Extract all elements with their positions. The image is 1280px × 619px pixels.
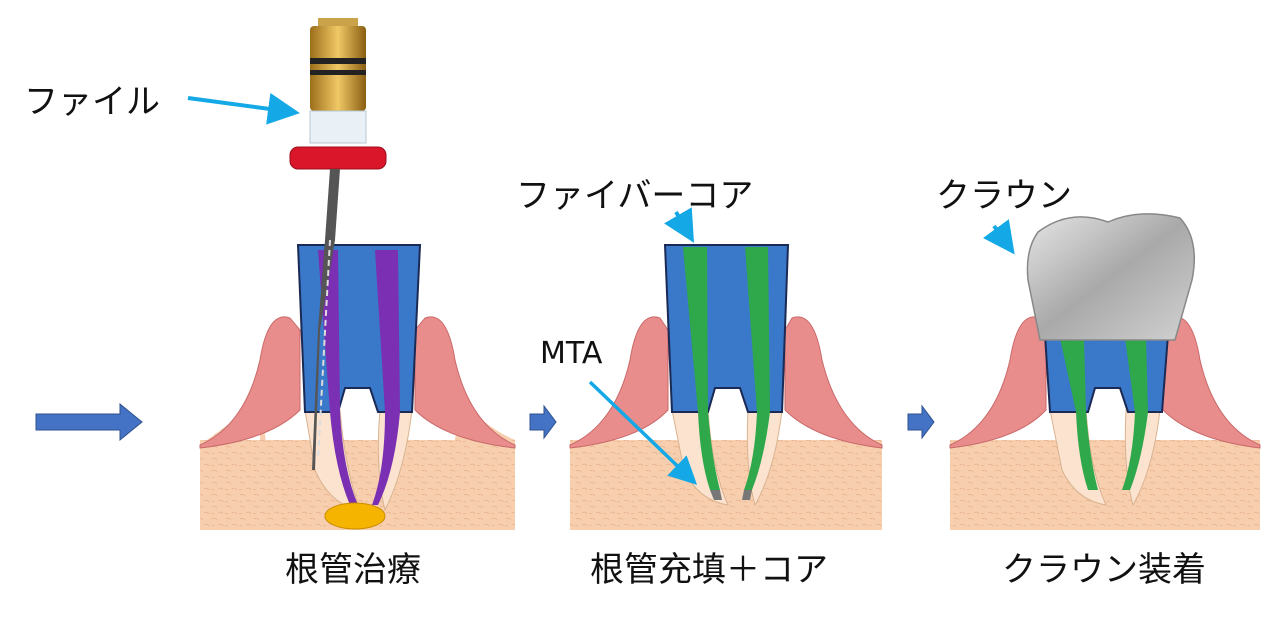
panel-filling-core bbox=[569, 244, 883, 530]
gum-right-3 bbox=[1162, 316, 1261, 449]
caption-step-3: クラウン装着 bbox=[1002, 550, 1206, 590]
mta-left bbox=[710, 490, 722, 500]
crown-cap bbox=[1026, 213, 1195, 341]
gum-left-2 bbox=[569, 316, 669, 449]
gum-right-2 bbox=[784, 316, 883, 449]
label-file: ファイル bbox=[24, 82, 160, 122]
pointer-arrow-icon bbox=[588, 380, 698, 485]
caption-step-1: 根管治療 bbox=[285, 550, 421, 590]
fiber-post-right bbox=[744, 247, 770, 490]
gum-left-1 bbox=[199, 316, 301, 449]
pointer-arrow-icon bbox=[187, 92, 300, 125]
panel-crown-placement bbox=[949, 213, 1261, 530]
label-mta: MTA bbox=[540, 336, 603, 371]
label-crown: クラウン bbox=[936, 176, 1072, 216]
right-arrow-icon bbox=[35, 402, 143, 442]
fiber-post-left bbox=[683, 247, 720, 490]
gum-left-3 bbox=[949, 316, 1047, 449]
pointer-arrow-icon bbox=[664, 207, 695, 243]
mta-right bbox=[742, 490, 752, 500]
right-arrow-icon bbox=[907, 404, 935, 440]
canal-right-1 bbox=[372, 250, 400, 505]
gum-right-1 bbox=[414, 316, 516, 449]
label-fiber-core: ファイバーコア bbox=[516, 176, 754, 216]
fiber-post-right-3 bbox=[1122, 338, 1148, 490]
pointer-arrow-icon bbox=[982, 219, 1015, 255]
right-arrow-icon bbox=[529, 404, 557, 440]
panel-root-canal-treatment bbox=[199, 18, 516, 530]
apical-lesion bbox=[324, 502, 386, 530]
canal-left-1 bbox=[318, 250, 358, 505]
endodontic-file-icon bbox=[289, 18, 387, 470]
fiber-post-left-3 bbox=[1060, 338, 1098, 490]
caption-step-2: 根管充填＋コア bbox=[590, 550, 828, 590]
